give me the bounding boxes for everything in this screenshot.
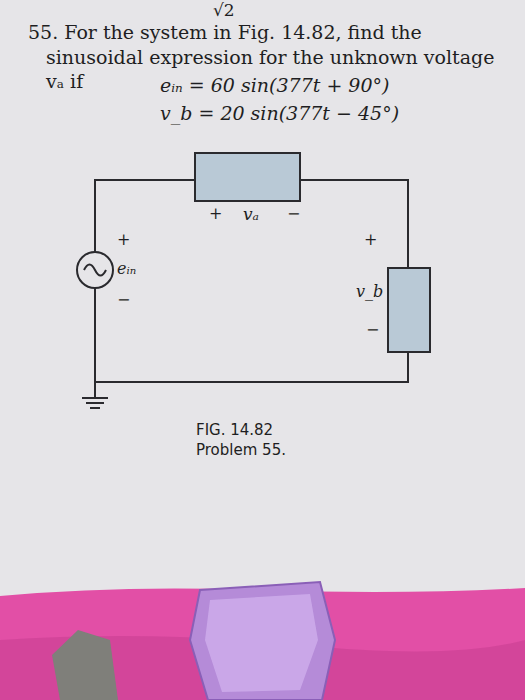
polarity-sign: + — [209, 204, 222, 223]
equation: eᵢₙ = 60 sin(377t + 90°) — [160, 74, 389, 97]
stone — [52, 630, 118, 700]
ac-source — [77, 252, 113, 288]
polarity-sign: + — [364, 230, 377, 249]
polarity-sign: − — [366, 320, 379, 339]
figure-caption: FIG. 14.82 Problem 55. — [196, 420, 316, 461]
gem — [190, 582, 335, 700]
voltage-name: v_b — [356, 282, 383, 301]
impedance-box — [388, 268, 430, 352]
source-name: eᵢₙ — [117, 259, 136, 278]
polarity-sign: − — [117, 290, 130, 309]
voltage-name: vₐ — [243, 204, 259, 224]
sine-symbol — [84, 265, 106, 276]
equation: v_b = 20 sin(377t − 45°) — [160, 102, 399, 125]
page-number: √2 — [213, 0, 235, 20]
fabric — [0, 588, 525, 700]
polarity-sign: + — [117, 230, 130, 249]
wires — [82, 180, 408, 408]
polarity-sign: − — [287, 204, 300, 223]
gem-face — [205, 594, 318, 692]
impedance-box — [195, 153, 300, 201]
paper — [0, 0, 525, 600]
